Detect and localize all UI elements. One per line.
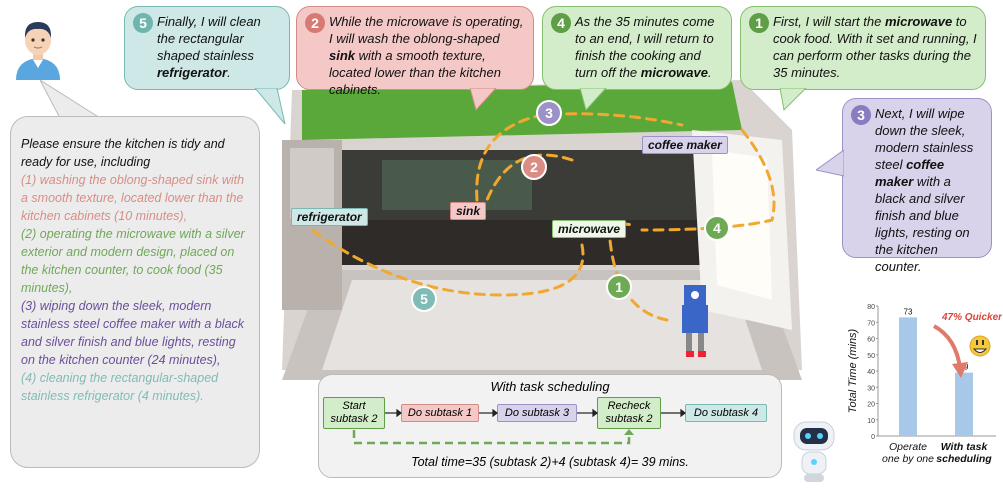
bubble-5-tail [255, 88, 286, 125]
step-2-number: 2 [305, 13, 325, 33]
quicker-annotation: 47% Quicker! [941, 312, 1002, 323]
y-tick-label: 10 [867, 418, 875, 425]
step-do-subtask-4: Do subtask 4 [685, 404, 767, 422]
label-microwave: microwave [552, 220, 627, 238]
step-4-number: 4 [551, 13, 571, 33]
category-label: With task [941, 441, 989, 453]
y-tick-label: 20 [867, 402, 875, 409]
step-do-subtask-3: Do subtask 3 [497, 404, 577, 422]
happy-face-icon [969, 335, 991, 357]
step-3-number: 3 [851, 105, 871, 125]
scheduling-total-time: Total time=35 (subtask 2)+4 (subtask 4)=… [411, 455, 689, 469]
label-refrigerator: refrigerator [291, 208, 368, 226]
instruction-bubble: Please ensure the kitchen is tidy and re… [10, 116, 260, 468]
instruction-task-2: (2) operating the microwave with a silve… [21, 227, 245, 295]
instruction-task-3: (3) wiping down the sleek, modern stainl… [21, 299, 245, 367]
green-wall [302, 82, 742, 140]
y-tick-label: 50 [867, 353, 875, 360]
bubble-2-tail [470, 88, 497, 112]
path-segment-2 [485, 153, 574, 202]
step-start-subtask-2: Start subtask 2 [323, 397, 385, 429]
bar-value-label: 73 [904, 307, 913, 316]
bar-2 [955, 372, 973, 436]
bubble-3-tail [816, 150, 844, 177]
path-segment-1 [608, 222, 669, 322]
robot-assistant-icon [790, 418, 838, 484]
label-sink: sink [450, 202, 487, 220]
path-marker-1: 1 [606, 274, 632, 300]
label-coffee-maker: coffee maker [642, 136, 728, 154]
step-5-bubble: 5 Finally, I will clean the rectangular … [124, 6, 290, 90]
instruction-intro: Please ensure the kitchen is tidy and re… [21, 137, 225, 169]
path-segment-5 [310, 228, 585, 297]
happy-face-mouth [972, 348, 988, 353]
y-tick-label: 40 [867, 369, 875, 376]
step-1-bubble: 1 First, I will start the microwave to c… [740, 6, 986, 90]
scheduling-title: With task scheduling [490, 379, 610, 394]
path-marker-2: 2 [521, 154, 547, 180]
quicker-arrowhead [952, 362, 968, 378]
category-label: scheduling [936, 453, 992, 465]
happy-face-eye-right [982, 340, 984, 345]
instruction-task-4: (4) cleaning the rectangular-shaped stai… [21, 371, 219, 403]
task-scheduling-panel: With task scheduling Start subtask 2 Do … [318, 374, 782, 478]
y-tick-label: 70 [867, 320, 875, 327]
robot-in-scene [682, 285, 708, 357]
category-label: one by one [882, 453, 934, 465]
happy-face-eye-left [976, 340, 978, 345]
y-tick-label: 30 [867, 385, 875, 392]
quicker-arrow [932, 324, 962, 369]
instruction-bubble-tail [40, 80, 102, 119]
human-avatar-icon [10, 14, 66, 80]
step-3-bubble: 3 Next, I will wipe down the sleek, mode… [842, 98, 992, 274]
scheduling-arrows [352, 408, 686, 445]
path-marker-4: 4 [704, 215, 730, 241]
step-1-number: 1 [749, 13, 769, 33]
instruction-task-1: (1) washing the oblong-shaped sink with … [21, 173, 245, 223]
category-label: Operate [889, 441, 927, 453]
bubble-4-tail [580, 88, 607, 112]
bubble-1-tail [780, 88, 807, 112]
step-recheck-subtask-2: Recheck subtask 2 [597, 397, 661, 429]
y-axis-label: Total Time (mins) [847, 328, 859, 413]
y-tick-label: 80 [867, 304, 875, 311]
step-2-bubble: 2 While the microwave is operating, I wi… [296, 6, 534, 97]
bar-1 [899, 317, 917, 436]
step-5-number: 5 [133, 13, 153, 33]
y-tick-label: 0 [871, 434, 875, 441]
y-tick-label: 60 [867, 337, 875, 344]
path-segment-4 [640, 128, 776, 232]
path-marker-5: 5 [411, 286, 437, 312]
step-4-bubble: 4 As the 35 minutes come to an end, I wi… [542, 6, 732, 90]
path-marker-3: 3 [536, 100, 562, 126]
